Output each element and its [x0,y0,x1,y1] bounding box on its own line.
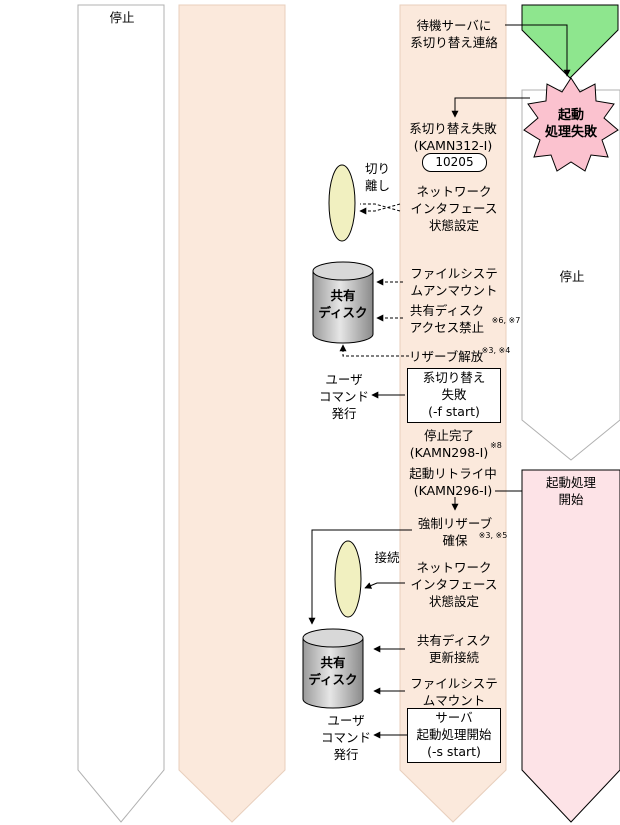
failover-failed-label: 系切り替え失敗 (KAMN312-I) [409,121,497,153]
stop-complete-note: ※8 [490,441,502,450]
column-1-status: 停止 [109,10,135,25]
forced-reserve-label: 強制リザーブ 確保 [417,516,493,548]
failure-burst [523,77,619,172]
column-2-bar [178,4,286,823]
network-ellipse-1 [328,164,356,242]
shared-disk-label-1: 共有 ディスク [318,288,368,320]
column-5-status: 停止 [559,269,585,284]
fs-mount-label: ファイルシステ ムマウント [410,676,498,708]
detach-label: 切り 離し [365,161,391,193]
forced-reserve-note: ※3, ※5 [478,531,508,540]
stop-complete-label: 停止完了 (KAMN298-I) [409,428,489,460]
server-start-box: サーバ 起動処理開始 (-s start) [407,708,501,763]
arrow-net-detach-1 [359,203,401,215]
column-5-start-label: 起動処理 開始 [545,475,596,507]
arrow-net-connect [364,582,405,589]
net-if-set-label-1: ネットワーク インタフェース 状態設定 [410,184,498,233]
arrow-notice-to-burst [505,24,571,77]
column-5-bar-bottom [521,469,620,823]
arrow-net-detach-2 [360,203,401,212]
column-5-bar-top [521,89,620,461]
arrow-forced-reserve [308,529,412,625]
reserve-release-note: ※3, ※4 [481,346,511,355]
standby-notice-label: 待機サーバに 系切り替え連絡 [410,18,498,50]
shared-disk-label-2: 共有 ディスク [308,655,358,687]
shared-disk-1 [312,261,374,344]
reserve-release-label: リザーブ解放 [409,349,484,364]
fs-unmount-label: ファイルシステ ムアンマウント [410,266,498,298]
retry-starting-label: 起動リトライ中 (KAMN296-I) [409,466,497,498]
user-cmd-label-1: ユーザ コマンド 発行 [318,372,369,421]
green-arrow [521,4,619,79]
net-if-set-label-2: ネットワーク インタフェース 状態設定 [410,560,498,609]
network-ellipse-2 [334,540,362,618]
user-cmd-label-2: ユーザ コマンド 発行 [320,713,371,762]
code-badge: 10205 [422,153,487,172]
arrow-reserve-release [339,344,409,357]
column-1-bar [77,4,165,823]
failover-fail-box: 系切り替え 失敗 (-f start) [407,368,501,423]
disk-access-forbid-note: ※6, ※7 [491,316,521,325]
disk-update-connect-label: 共有ディスク 更新接続 [416,633,492,665]
connect-label: 接続 [374,550,400,565]
shared-disk-2 [302,628,364,709]
disk-access-forbid-label: 共有ディスク アクセス禁止 [409,303,485,335]
startup-failure-label: 起動 処理失敗 [544,108,597,140]
arrow-burst-to-failed [451,97,530,118]
